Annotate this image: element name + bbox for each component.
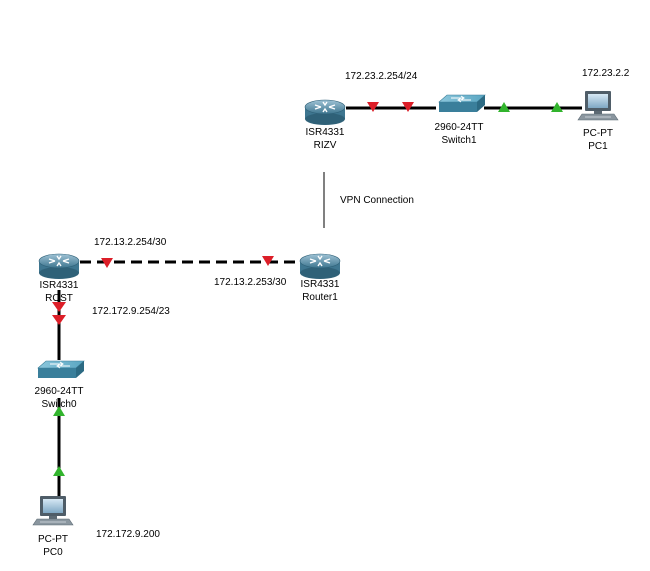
switch0-model-label: 2960-24TT [34, 386, 84, 397]
link-up-marker [498, 102, 510, 112]
router1-wan-ip-label: 172.13.2.253/30 [214, 277, 287, 288]
link-up-marker [551, 102, 563, 112]
link-down-marker [262, 256, 274, 266]
link-down-marker [402, 102, 414, 112]
router-rost-icon[interactable] [38, 253, 80, 279]
pc1-model-label: PC-PT [583, 128, 613, 139]
rost-name-label: ROST [45, 293, 73, 304]
router-router1-icon[interactable] [299, 253, 341, 279]
rizv-model-label: ISR4331 [305, 127, 345, 138]
link-down-marker [52, 302, 66, 312]
switch0-name-label: Switch0 [41, 399, 77, 410]
link-down-marker [367, 102, 379, 112]
switch-switch0-icon[interactable] [37, 360, 85, 378]
vpn-connection-label: VPN Connection [338, 195, 416, 207]
link-up-marker [53, 406, 65, 416]
link-down-marker [101, 258, 113, 268]
switch-switch1-icon[interactable] [438, 94, 486, 112]
pc0-name-label: PC0 [43, 547, 63, 558]
switch1-model-label: 2960-24TT [434, 122, 484, 133]
pc1-ip-label: 172.23.2.2 [582, 68, 630, 79]
rost-wan-ip-label: 172.13.2.254/30 [94, 237, 167, 248]
link-status-markers [52, 102, 563, 476]
switch1-name-label: Switch1 [441, 135, 477, 146]
rizv-name-label: RIZV [313, 140, 337, 151]
pc0-model-label: PC-PT [38, 534, 68, 545]
rost-model-label: ISR4331 [39, 280, 79, 291]
pc-pc0-icon[interactable] [32, 496, 74, 526]
rost-lan-ip-label: 172.172.9.254/23 [92, 306, 170, 317]
pc-pc1-icon[interactable] [577, 91, 619, 121]
rizv-interface-ip-label: 172.23.2.254/24 [345, 71, 418, 82]
pc1-name-label: PC1 [588, 141, 608, 152]
link-down-marker [52, 315, 66, 325]
router-rizv-icon[interactable] [304, 99, 346, 125]
router1-model-label: ISR4331 [300, 279, 340, 290]
link-up-marker [53, 466, 65, 476]
pc0-ip-label: 172.172.9.200 [96, 529, 160, 540]
router1-name-label: Router1 [302, 292, 338, 303]
